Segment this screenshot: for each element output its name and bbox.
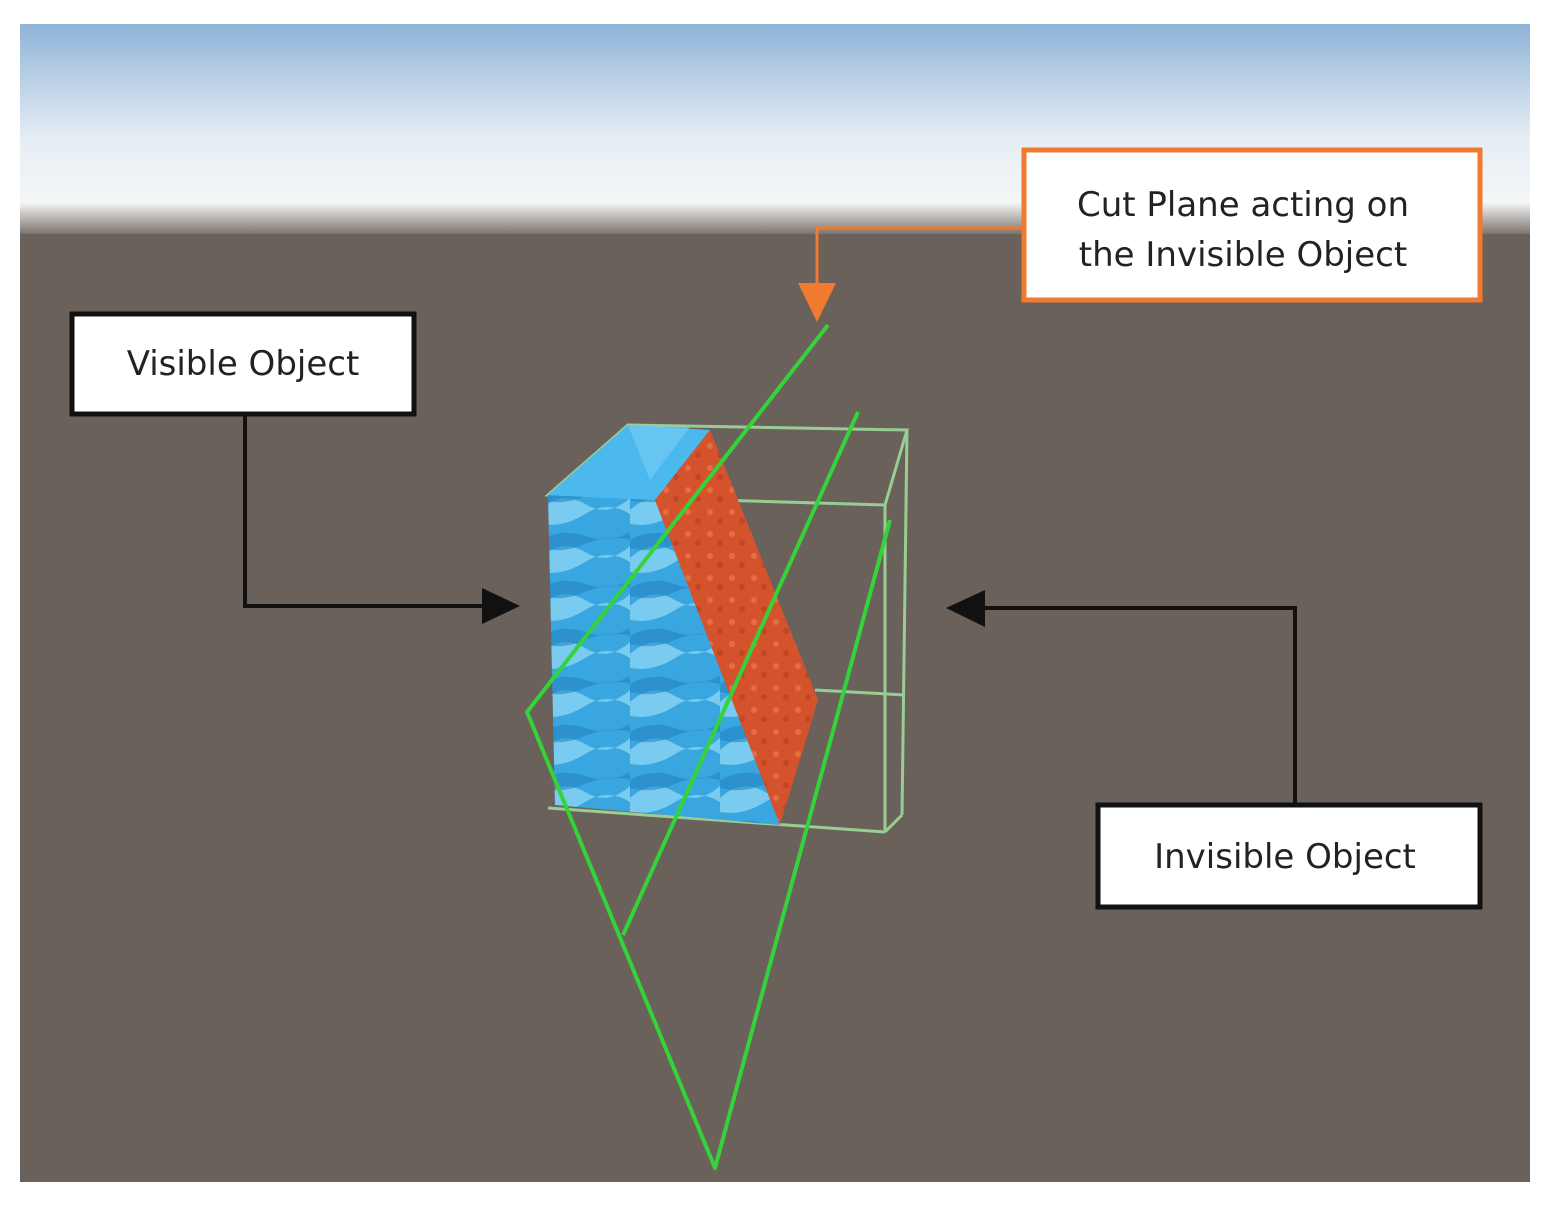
- visible-object: [548, 425, 780, 825]
- arrow-head-down-icon: [798, 283, 836, 322]
- visible-object-label: Visible Object: [127, 344, 360, 384]
- visible-object-label-box: [69, 311, 417, 417]
- cut-plane-label-line-2: the Invisible Object: [1079, 235, 1407, 275]
- cut-face: [655, 430, 818, 825]
- cut-plane-label-box: [1021, 147, 1483, 303]
- cut-plane-callout: Cut Plane acting on the Invisible Object: [798, 147, 1483, 322]
- invisible-object-label-box: [1095, 802, 1483, 910]
- invisible-object-label: Invisible Object: [1154, 837, 1416, 877]
- invisible-object-callout: Invisible Object: [946, 590, 1483, 910]
- arrow-head-left-icon: [946, 590, 985, 627]
- visible-object-callout: Visible Object: [69, 311, 520, 624]
- arrow-head-right-icon: [482, 588, 520, 624]
- invisible-object-wireframe: [544, 423, 909, 834]
- cut-plane-label-line-1: Cut Plane acting on: [1077, 185, 1409, 225]
- cut-plane: [525, 323, 892, 1170]
